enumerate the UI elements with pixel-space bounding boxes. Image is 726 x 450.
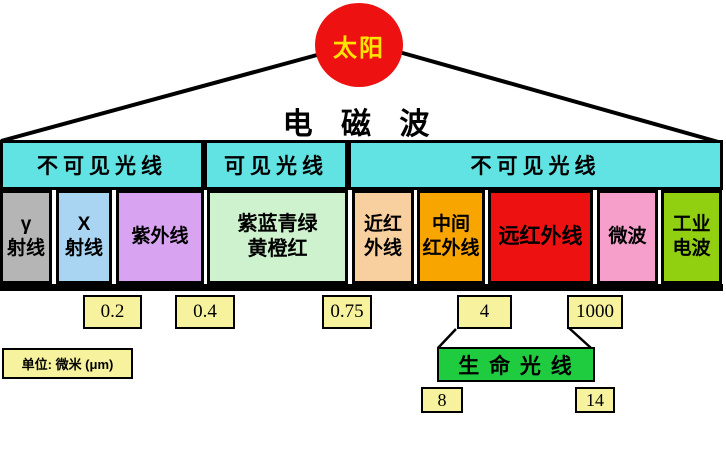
life-connector-left (437, 328, 457, 349)
wavelength-marker-1000: 1000 (567, 295, 623, 329)
band-microwave: 微波 (597, 190, 658, 284)
band-label-line1: 紫蓝青绿 (237, 213, 318, 235)
band-visible-colors: 紫蓝青绿 黄橙红 (207, 190, 348, 284)
band-label-line2: 外线 (363, 238, 402, 259)
life-rays-label: 生 命 光 线 (458, 354, 574, 378)
category-label: 可见光线 (224, 155, 328, 178)
sun-label: 太阳 (333, 34, 385, 62)
band-label-line2: 射线 (6, 238, 45, 259)
band-label-line1: 紫外线 (131, 226, 189, 248)
band-label-line1: 中间 (431, 214, 470, 236)
range-value: 8 (437, 389, 447, 410)
band-mid-infrared: 中间 红外线 (417, 190, 485, 284)
category-label: 不可见光线 (470, 155, 601, 178)
marker-value: 0.4 (193, 301, 217, 322)
category-invisible-left: 不可见光线 (0, 140, 204, 190)
category-visible: 可见光线 (204, 140, 348, 190)
band-label-line2: 射线 (64, 238, 103, 259)
band-industrial-wave: 工业 电波 (661, 190, 722, 284)
unit-legend: 单位: 微米 (μm) (2, 348, 133, 379)
band-label-line1: γ (20, 214, 32, 236)
band-far-infrared: 远红外线 (488, 190, 593, 284)
category-label: 不可见光线 (37, 155, 167, 178)
band-ultraviolet: 紫外线 (116, 190, 204, 284)
band-label-line1: 近红 (363, 214, 402, 236)
unit-label: 单位: 微米 (μm) (21, 357, 114, 372)
band-gamma-ray: γ 射线 (0, 190, 52, 284)
marker-value: 4 (479, 301, 490, 322)
band-label-line2: 红外线 (422, 238, 480, 259)
wavelength-marker-0.2: 0.2 (83, 295, 142, 329)
wavelength-marker-0.75: 0.75 (322, 295, 372, 329)
band-x-ray: X 射线 (56, 190, 112, 284)
band-label-line2: 电波 (672, 238, 711, 259)
life-rays-bar: 生 命 光 线 (437, 347, 595, 382)
range-value: 14 (586, 389, 604, 410)
sun-circle: 太阳 (315, 3, 403, 87)
category-invisible-right: 不可见光线 (348, 140, 723, 190)
wavelength-marker-0.4: 0.4 (175, 295, 235, 329)
band-label-line2: 黄橙红 (247, 238, 308, 260)
diagram-title: 电 磁 波 (282, 108, 430, 141)
band-near-infrared: 近红 外线 (352, 190, 414, 284)
life-range-end: 14 (575, 387, 615, 413)
marker-value: 1000 (576, 301, 614, 322)
marker-value: 0.75 (330, 301, 364, 322)
marker-value: 0.2 (100, 301, 125, 322)
band-label-line1: 远红外线 (498, 224, 583, 248)
band-label-line1: X (77, 214, 91, 236)
life-connector-right (568, 327, 592, 349)
spectrum-baseline (0, 284, 723, 291)
band-label-line1: 微波 (608, 226, 647, 248)
wavelength-marker-4: 4 (457, 295, 512, 329)
band-label-line1: 工业 (672, 214, 711, 236)
life-range-start: 8 (421, 387, 463, 413)
